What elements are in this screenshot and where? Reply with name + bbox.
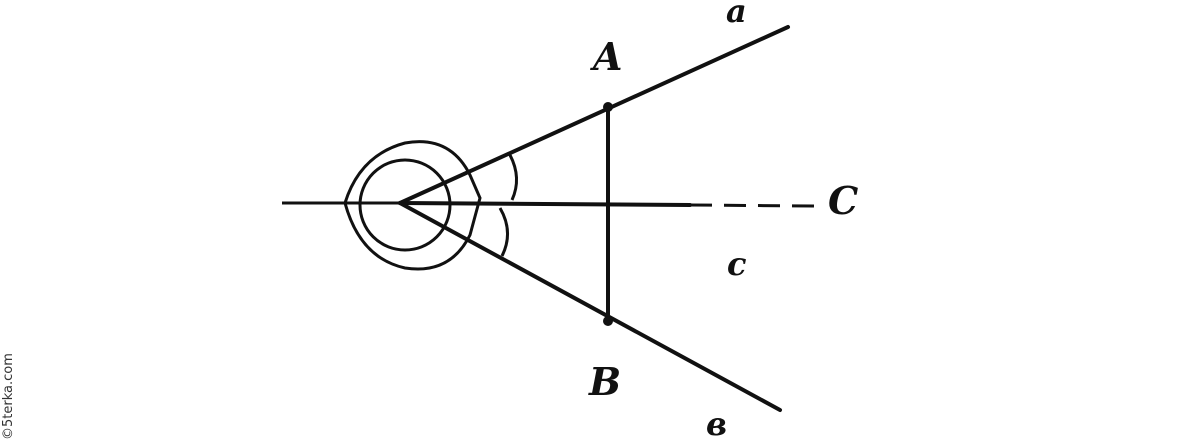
label-point-a: A [590, 34, 622, 79]
axis-dashed-segment [689, 203, 816, 208]
angle-arc-lower [498, 207, 509, 257]
label-ray-b: в [706, 405, 727, 443]
label-point-c: C [828, 178, 858, 223]
eye-icon [343, 140, 482, 271]
angle-arc-upper [508, 154, 518, 201]
label-ray-a: a [726, 0, 747, 30]
label-region-c: c [727, 245, 746, 283]
watermark-text: ©5terka.com [1, 353, 16, 440]
point-a-dot [603, 102, 613, 112]
axis-main-segment [398, 201, 692, 207]
ray-a [398, 25, 790, 205]
label-point-b: B [588, 359, 621, 404]
point-b-dot [603, 316, 613, 326]
ray-b [398, 201, 782, 412]
